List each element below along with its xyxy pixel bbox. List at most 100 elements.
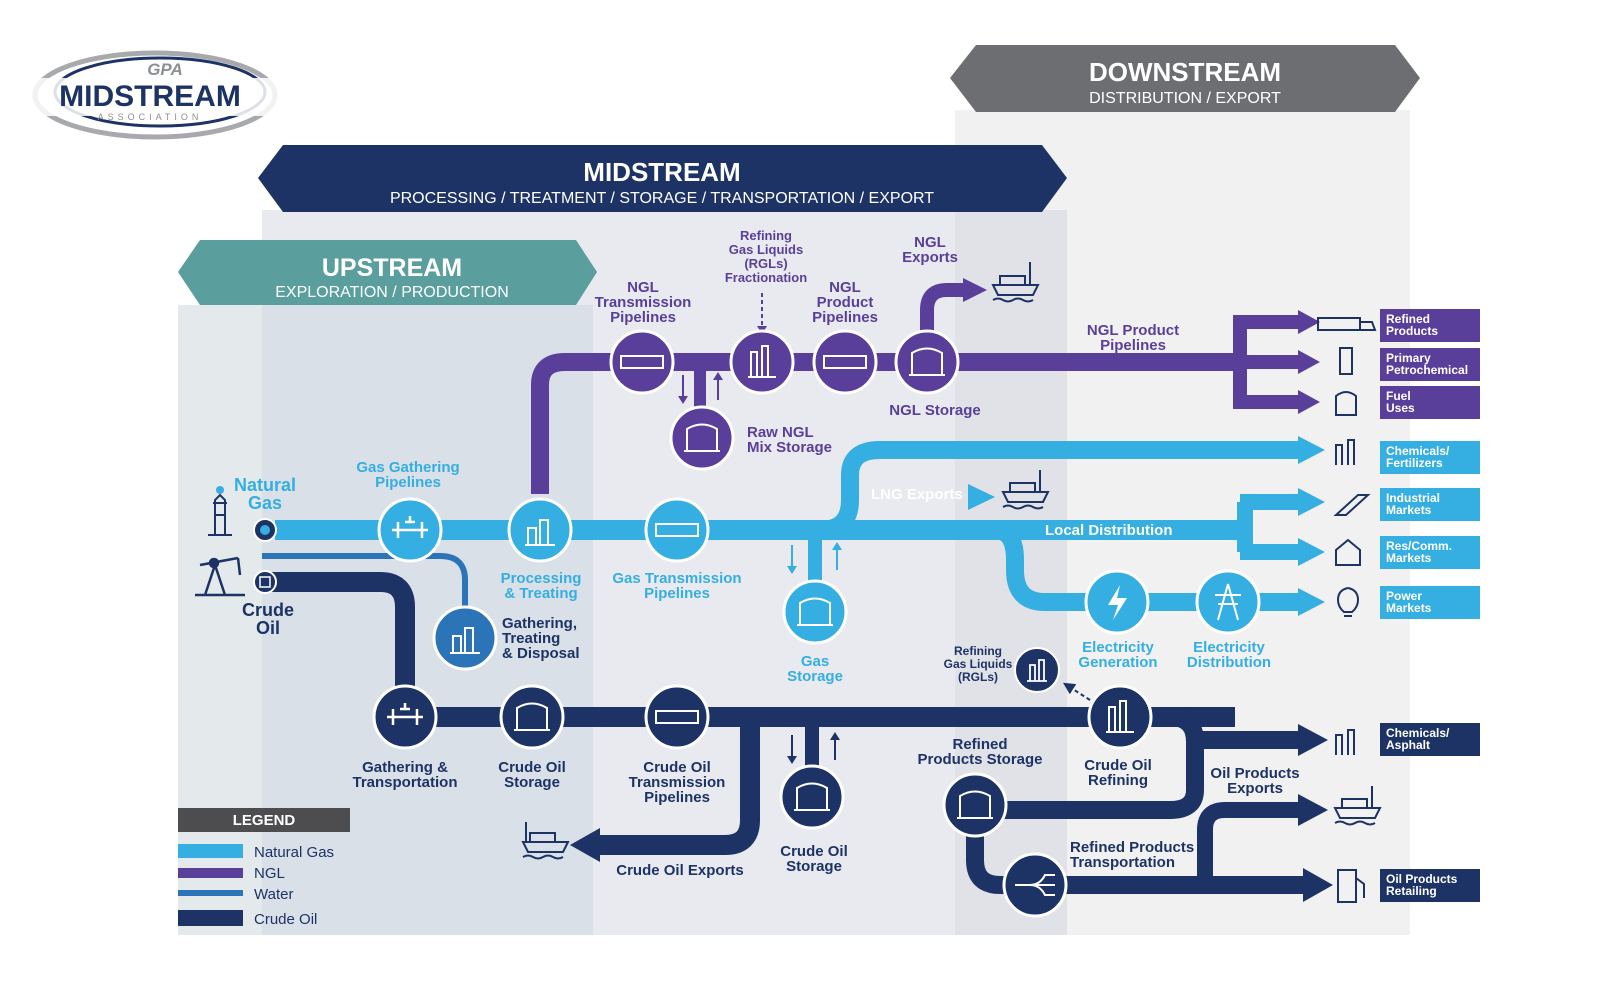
pipe-icon — [823, 355, 867, 369]
ngl-transmission-node — [609, 329, 675, 395]
label-line: Uses — [1386, 401, 1415, 415]
legend-water: Water — [254, 886, 293, 903]
local-distribution-label: Local Distribution — [1045, 522, 1173, 539]
label-line: Pipelines — [1100, 337, 1166, 354]
storage-tank-icon — [794, 782, 830, 811]
legend-crude-oil: Crude Oil — [254, 911, 317, 928]
water-pipe — [262, 553, 468, 610]
treatment-plant-icon — [450, 627, 480, 654]
label-line: Markets — [1386, 601, 1432, 615]
lng-export-ship-icon — [1001, 470, 1050, 510]
crude-to-refined-storage-pipe — [1000, 708, 1204, 819]
logo-midstream: MIDSTREAM — [59, 80, 241, 113]
electricity-generation-node — [1084, 569, 1150, 635]
logo-association: ASSOCIATION — [98, 112, 203, 122]
label-line: Retailing — [1386, 884, 1437, 898]
crude-oil-source-icon — [253, 570, 277, 594]
asphalt-plant-icon — [1335, 729, 1355, 755]
storage-tank-icon — [514, 702, 550, 731]
label-line: Treating — [502, 630, 560, 647]
upstream-subtitle: EXPLORATION / PRODUCTION — [275, 284, 509, 301]
label-line: Transmission — [629, 774, 726, 791]
label-line: Storage — [504, 774, 560, 791]
label-line: Oil — [256, 618, 280, 638]
steel-beam-icon — [1333, 494, 1371, 516]
storage-tank-icon — [797, 597, 833, 626]
label-line: Fuel — [1386, 389, 1411, 403]
gas-to-chemicals-pipe — [819, 441, 1300, 539]
label-line: Pipelines — [812, 309, 878, 326]
midstream-title: MIDSTREAM — [583, 157, 740, 187]
gathering-transport-node — [372, 684, 438, 750]
label-line: Raw NGL — [747, 424, 814, 441]
label-line: Products — [1386, 324, 1438, 338]
label-line: Gas — [801, 653, 829, 670]
label-line: Power — [1386, 589, 1422, 603]
ngl-exports-pipe — [920, 283, 965, 362]
gpa-midstream-logo: GPA MIDSTREAM ASSOCIATION — [28, 50, 278, 140]
chemicals-asphalt-label: Chemicals/Asphalt — [1386, 726, 1450, 752]
gas-to-power-pipe — [994, 521, 1300, 611]
fractionation-tower-icon — [1027, 659, 1047, 682]
truck-icon — [1317, 317, 1377, 331]
legend-swatch-ngl — [178, 868, 243, 878]
label-line: NGL Storage — [889, 402, 980, 419]
power-tower-icon — [1215, 583, 1241, 621]
legend-swatch-water — [178, 890, 243, 896]
raw-ngl-storage-node — [669, 405, 735, 471]
refinery-icon — [1106, 700, 1134, 733]
label-line: Pipelines — [644, 789, 710, 806]
house-icon — [1335, 538, 1361, 566]
crude-export-ship-icon — [521, 822, 570, 860]
phone-icon — [1339, 347, 1353, 375]
label-line: Markets — [1386, 503, 1432, 517]
label-line: Crude Oil Exports — [616, 862, 744, 879]
output-boxes — [1380, 309, 1480, 902]
fuel-pump-icon — [1337, 869, 1365, 903]
rgls-small-node — [1014, 647, 1060, 693]
label-line: Refined Products — [1070, 839, 1194, 856]
output-icons — [1317, 317, 1377, 903]
label-line: Crude — [242, 600, 294, 620]
logo-gpa: GPA — [147, 60, 183, 79]
label-line: Product — [817, 294, 874, 311]
label-line: Electricity — [1193, 639, 1265, 656]
label-line: Storage — [786, 858, 842, 875]
label-line: Gas Liquids — [729, 242, 803, 257]
ngl-storage-node — [894, 329, 960, 395]
label-line: Crude Oil — [643, 759, 711, 776]
pipe-icon — [620, 355, 664, 369]
chemicals-fertilizers-label: Chemicals/Fertilizers — [1386, 444, 1450, 470]
valve-icon — [387, 703, 423, 725]
label-line: Gas Transmission — [612, 570, 741, 587]
legend-natural-gas: Natural Gas — [254, 844, 334, 861]
label-line: Petrochemical — [1386, 363, 1468, 377]
storage-tank-icon — [909, 347, 945, 376]
pipeline-split-icon — [1015, 874, 1055, 896]
pipe-icon — [655, 523, 699, 537]
label-line: Exports — [1227, 780, 1283, 797]
label-line: Fractionation — [725, 270, 807, 285]
label-line: Industrial — [1386, 491, 1440, 505]
label-line: Refining — [740, 228, 792, 243]
crude-exports-pipe — [595, 717, 760, 855]
nodes — [195, 262, 1382, 918]
crude-refining-node — [1087, 684, 1153, 750]
label-line: Mix Storage — [747, 439, 832, 456]
oil-products-export-ship-icon — [1333, 786, 1382, 826]
